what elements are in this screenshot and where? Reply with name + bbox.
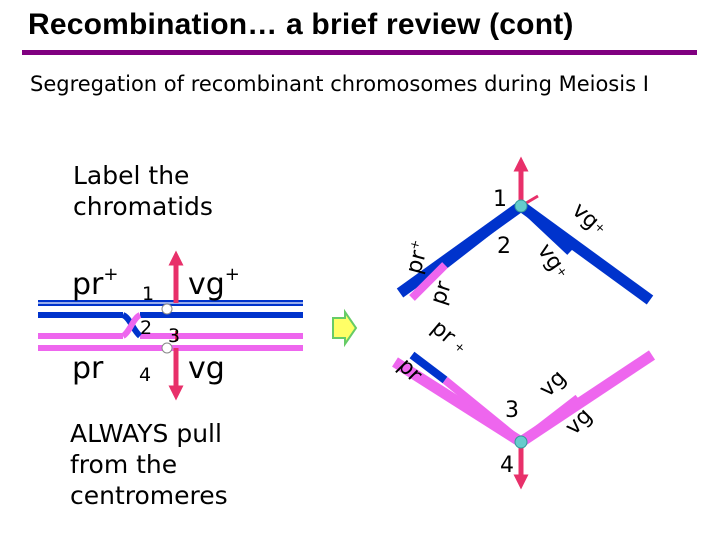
chromatid-number-2: 2: [140, 317, 152, 339]
chromatid-3-right: [140, 333, 303, 339]
pr-plus-inner-label: pr+: [426, 315, 472, 359]
centromere-top: [161, 303, 173, 315]
centromere-note-line-1: ALWAYS pull: [70, 419, 222, 448]
chromatid-2-left-arm-blue: [442, 202, 524, 269]
segregation-number-4: 4: [500, 453, 514, 478]
chromatid-number-4: 4: [139, 364, 151, 386]
chromatid-2-right-arm: [518, 203, 573, 255]
centromere-note: ALWAYS pull from the centromeres: [70, 418, 270, 511]
chromatid-2-left-arm-pink: [409, 262, 448, 301]
centromere-bottom: [161, 342, 173, 354]
chromatid-3-left-arm-blue: [409, 351, 448, 384]
label-instruction: Label the chromatids: [73, 160, 273, 222]
vg-plus-label: vg+: [188, 264, 240, 302]
crossover-pink: [121, 312, 142, 339]
chromatid-number-3: 3: [168, 325, 180, 347]
pr-label: pr: [72, 351, 104, 386]
centromere-note-line-2: from the: [70, 450, 178, 479]
chromatid-2-right: [140, 312, 303, 318]
vg-label: vg: [188, 351, 225, 386]
segregation-number-3: 3: [505, 398, 519, 423]
chromatid-number-1: 1: [142, 283, 154, 305]
chromatid-2-left: [38, 312, 123, 318]
page-title: Recombination… a brief review (cont): [28, 8, 574, 41]
subtitle: Segregation of recombinant chromosomes d…: [30, 72, 649, 96]
crossover-pair: pr+ vg+ pr vg 1 2 3 4: [38, 250, 303, 401]
segregation-diagram: 1 2 3 4 pr+ pr pr+ pr vg+ vg+ vg vg: [392, 156, 656, 490]
centromere-top-right: [514, 199, 528, 213]
vg-plus-outer-label: vg+: [567, 198, 611, 241]
chromatid-3-right-arm: [518, 394, 581, 446]
segregation-number-2: 2: [497, 234, 511, 259]
pr-plus-label: pr+: [72, 264, 118, 302]
title-divider: [22, 50, 697, 55]
chromatid-3-left-arm-pink: [442, 376, 524, 446]
right-arrow-icon: [332, 308, 358, 348]
chromatid-3-left: [38, 333, 123, 339]
centromere-note-line-3: centromeres: [70, 481, 228, 510]
label-instruction-line-2: chromatids: [73, 192, 213, 221]
vg-inner-bottom-label: vg: [535, 365, 572, 402]
centromere-bottom-right: [514, 435, 528, 449]
segregation-number-1: 1: [493, 187, 507, 212]
label-instruction-line-1: Label the: [73, 161, 190, 190]
